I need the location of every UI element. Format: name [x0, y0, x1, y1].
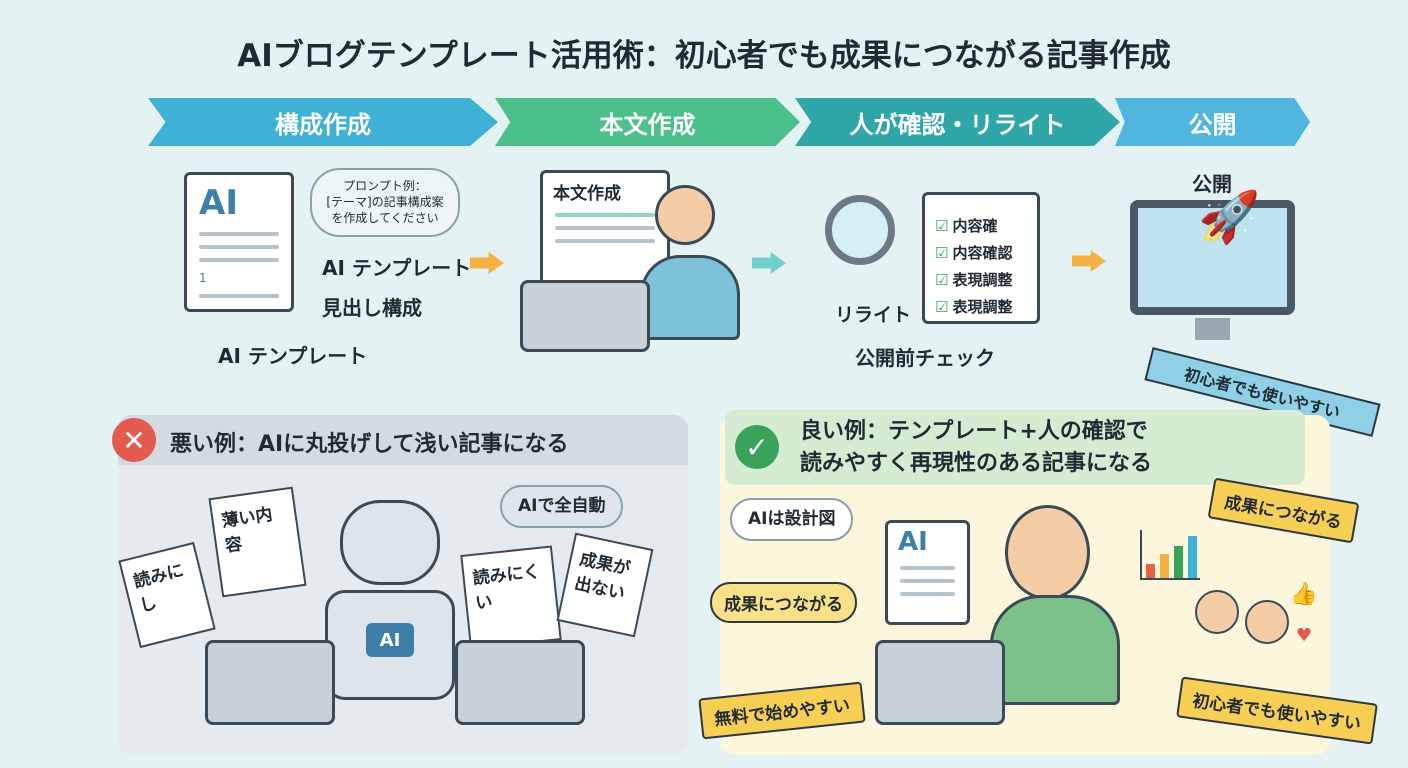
checklist-item: ☑内容確認	[935, 242, 1027, 263]
step-body: 本文作成	[495, 98, 800, 146]
ai-template-label: AI テンプレート	[322, 256, 472, 280]
prompt-bubble: プロンプト例： [テーマ]の記事構成案 を作成してください	[310, 168, 460, 237]
user-avatar	[1245, 600, 1289, 644]
results-tag: 成果につながる	[710, 582, 857, 623]
good-heading: 良い例：テンプレート+人の確認で 読みやすく再現性のある記事になる	[800, 416, 1152, 480]
prompt-title: プロンプト例：	[343, 179, 427, 193]
good-heading-line: 読みやすく再現性のある記事になる	[800, 451, 1153, 476]
happy-person-body	[990, 595, 1120, 705]
paper-thin-content: 薄い内容	[208, 486, 307, 598]
happy-person-head	[1005, 505, 1090, 600]
bad-heading: 悪い例：AIに丸投げして浅い記事になる	[170, 432, 569, 457]
blueprint-bubble: AIは設計図	[730, 498, 854, 541]
ai-template-document: AI 1	[184, 172, 294, 312]
person-head	[655, 185, 715, 245]
body-doc-title: 本文作成	[553, 184, 621, 204]
bad-heading-bar	[118, 415, 688, 465]
laptop-icon	[520, 280, 650, 352]
laptop-icon	[455, 640, 585, 725]
user-avatar	[1195, 590, 1239, 634]
step-structure: 構成作成	[148, 98, 498, 146]
monitor-stand	[1195, 318, 1230, 340]
checklist-clipboard: ☑内容確 ☑内容確認 ☑表現調整 ☑表現調整	[922, 192, 1040, 324]
checklist-item: ☑内容確	[935, 215, 1027, 236]
cross-icon: ✕	[112, 418, 156, 462]
checkbox-icon: ☑	[935, 244, 949, 262]
good-heading-bar	[725, 410, 1305, 485]
prompt-line: [テーマ]の記事構成案	[326, 195, 444, 210]
page-title: AIブログテンプレート活用術：初心者でも成果につながる記事作成	[237, 38, 1171, 74]
robot-body: AI	[325, 590, 455, 700]
rocket-icon: 🚀	[1198, 188, 1261, 246]
doc-logo: AI	[199, 183, 238, 223]
growth-chart-icon	[1140, 530, 1200, 580]
heart-icon: ♥	[1296, 625, 1313, 646]
paper-unreadable: 読みにくい	[460, 545, 562, 650]
prompt-line: を作成してください	[331, 211, 439, 226]
thumbs-up-icon: 👍	[1290, 582, 1318, 607]
pre-publish-check-label: 公開前チェック	[855, 346, 995, 370]
ai-template-label-bottom: AI テンプレート	[218, 344, 368, 368]
heading-structure-label: 見出し構成	[322, 296, 422, 320]
step-review: 人が確認・リライト	[795, 98, 1120, 146]
good-heading-line: 良い例：テンプレート+人の確認で	[800, 419, 1148, 444]
magnifier-icon	[825, 195, 895, 265]
step-publish: 公開	[1115, 98, 1310, 146]
robot-ai-badge: AI	[366, 623, 414, 657]
person-body	[640, 255, 740, 340]
monitor-icon: 🚀	[1130, 188, 1295, 315]
checkbox-icon: ☑	[935, 217, 949, 235]
check-label: 表現調整	[952, 298, 1013, 316]
robot-head	[340, 500, 440, 585]
check-icon: ✓	[735, 425, 779, 469]
auto-bubble: AIで全自動	[500, 485, 624, 528]
check-label: 内容確	[952, 217, 998, 235]
arrow-icon	[1072, 250, 1106, 272]
laptop-icon	[205, 640, 335, 725]
doc-number: 1	[199, 271, 207, 285]
ai-document: AI	[885, 520, 970, 625]
laptop-icon	[875, 640, 1005, 725]
checkbox-icon: ☑	[935, 271, 949, 289]
check-label: 表現調整	[952, 271, 1013, 289]
checkbox-icon: ☑	[935, 298, 949, 316]
arrow-icon	[752, 252, 786, 274]
arrow-icon	[470, 252, 504, 274]
check-label: 内容確認	[952, 244, 1013, 262]
doc-logo: AI	[898, 527, 928, 557]
body-document: 本文作成	[540, 170, 670, 295]
checklist-item: ☑表現調整	[935, 296, 1027, 317]
rewrite-label: リライト	[835, 304, 912, 326]
checklist-item: ☑表現調整	[935, 269, 1027, 290]
publish-label: 公開	[1192, 172, 1232, 196]
